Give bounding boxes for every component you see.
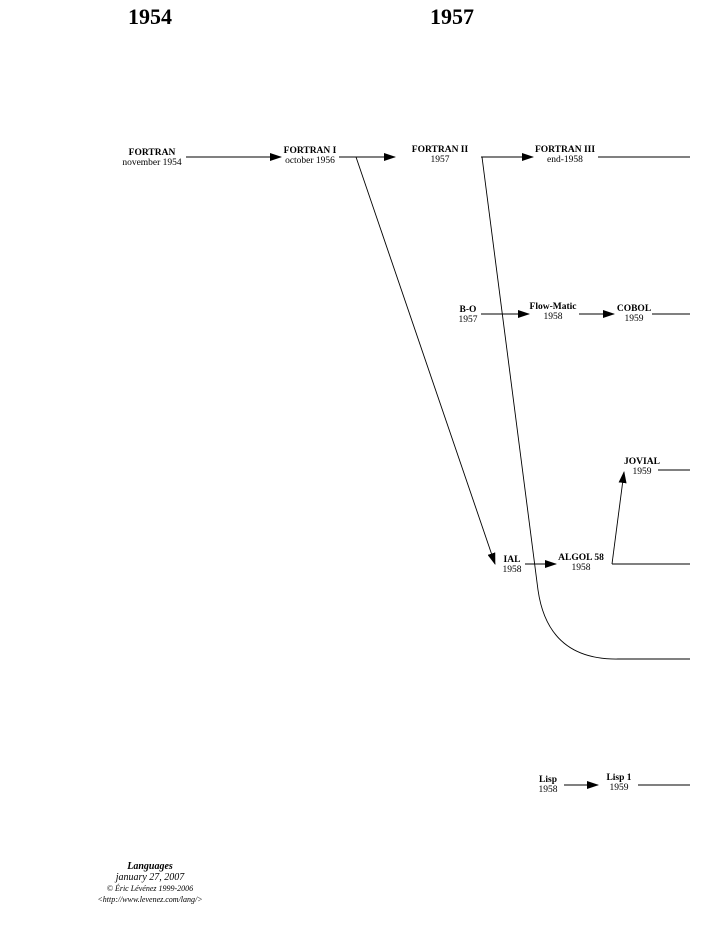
node-name: ALGOL 58 [558, 553, 604, 563]
node-date: 1957 [430, 155, 450, 165]
node-ial: IAL 1958 [498, 555, 526, 575]
node-jovial: JOVIAL 1959 [620, 457, 664, 477]
node-name: FORTRAN [128, 148, 176, 158]
node-date: 1958 [502, 565, 522, 575]
node-fortran-ii: FORTRAN II 1957 [405, 145, 475, 165]
year-label-1957: 1957 [430, 4, 474, 29]
node-b-o: B-O 1957 [455, 305, 481, 325]
node-fortran-i: FORTRAN I october 1956 [275, 146, 345, 166]
edge-fortran1-ial [355, 156, 496, 565]
node-date: 1959 [624, 314, 644, 324]
credits-url[interactable]: <http://www.levenez.com/lang/> [97, 895, 203, 904]
node-date: 1959 [609, 783, 629, 793]
node-fortran-iii: FORTRAN III end-1958 [530, 145, 600, 165]
edge-algol58-jovial [611, 471, 627, 565]
credits-date: january 27, 2007 [115, 872, 185, 883]
node-name: IAL [503, 555, 521, 565]
node-date: 1959 [632, 467, 652, 477]
node-name: FORTRAN III [534, 145, 596, 155]
node-name: B-O [459, 305, 477, 315]
node-name: Lisp 1 [606, 773, 632, 783]
node-lisp: Lisp 1958 [534, 775, 562, 795]
node-date: 1958 [538, 785, 558, 795]
node-name: COBOL [616, 304, 652, 314]
node-flow-matic: Flow-Matic 1958 [524, 302, 582, 322]
node-name: FORTRAN II [411, 145, 469, 155]
credits-title: Languages [127, 861, 173, 872]
node-cobol: COBOL 1959 [614, 304, 654, 324]
node-name: JOVIAL [624, 457, 660, 467]
node-name: Lisp [539, 775, 557, 785]
credits-block: Languages january 27, 2007 © Éric Lévéne… [90, 861, 210, 905]
node-fortran: FORTRAN november 1954 [112, 148, 192, 168]
node-algol-58: ALGOL 58 1958 [553, 553, 609, 573]
node-lisp-1: Lisp 1 1959 [600, 773, 638, 793]
year-label-1954: 1954 [128, 4, 172, 29]
credits-copyright: © Éric Lévénez 1999-2006 [106, 884, 194, 893]
node-date: 1958 [571, 563, 591, 573]
node-date: end-1958 [547, 155, 583, 165]
node-name: FORTRAN I [283, 146, 337, 156]
edge-fortran2-continuation [481, 156, 690, 660]
node-name: Flow-Matic [529, 302, 577, 312]
node-date: november 1954 [122, 158, 182, 168]
node-date: 1958 [543, 312, 563, 322]
node-date: october 1956 [285, 156, 335, 166]
node-date: 1957 [458, 315, 478, 325]
